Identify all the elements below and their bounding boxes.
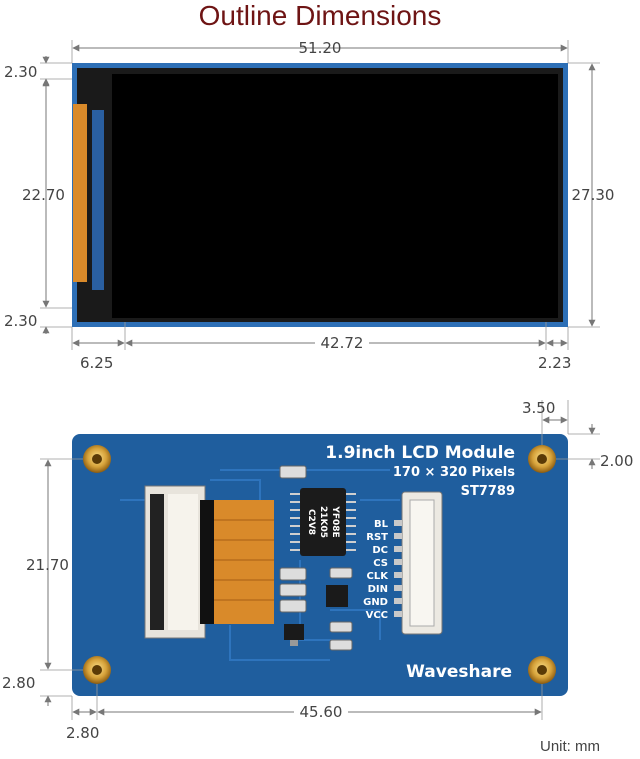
brand-logo-text: Waveshare — [406, 662, 512, 682]
dim-bottom-margin: 2.30 — [4, 312, 37, 330]
dim-active-width: 42.72 — [321, 334, 364, 352]
pin-label-din: DIN — [368, 584, 388, 595]
fpc-flex-cable — [214, 500, 274, 624]
dim-left-margin: 6.25 — [80, 354, 113, 372]
pin-label-dc: DC — [372, 545, 388, 556]
fpc-flex-strip — [73, 104, 87, 282]
transistor — [326, 585, 348, 607]
pin-label-cs: CS — [373, 558, 388, 569]
dim-hole-vertical-spacing: 21.70 — [26, 556, 69, 574]
dim-right-margin: 2.23 — [538, 354, 571, 372]
dim-width: 51.20 — [299, 39, 342, 57]
dim-hole-y-offset: 2.00 — [600, 452, 633, 470]
page-title: Outline Dimensions — [198, 0, 442, 31]
ic-chip: YF08E 21K05 C2V8 — [290, 488, 356, 556]
dim-hole-bottom-offset: 2.80 — [2, 674, 35, 692]
chip-marking-line2: 21K05 — [318, 506, 328, 538]
fpc-connector-edge — [92, 110, 104, 290]
pin-labels: BL RST DC CS CLK DIN GND VCC — [363, 519, 389, 621]
dim-height: 27.30 — [572, 186, 615, 204]
pin-header-connector — [394, 491, 443, 635]
board-driver: ST7789 — [461, 484, 515, 499]
pcb-bottom-view: YF08E 21K05 C2V8 BL RST DC CS CLK DIN G — [72, 434, 568, 696]
lcd-active-area — [112, 74, 558, 318]
pin-label-rst: RST — [366, 532, 388, 543]
pin-label-vcc: VCC — [366, 610, 388, 621]
bottom-dimensions: 3.50 2.00 21.70 2.80 2.80 45.60 — [2, 399, 633, 742]
dim-hole-left-offset: 2.80 — [66, 724, 99, 742]
pin-label-bl: BL — [374, 519, 389, 530]
board-resolution: 170 × 320 Pixels — [393, 465, 515, 480]
smd-components — [279, 465, 353, 651]
dim-hole-x-offset: 3.50 — [522, 399, 555, 417]
lcd-module-top-view — [72, 63, 568, 327]
fpc-connector — [144, 485, 274, 639]
chip-marking-line1: YF08E — [330, 505, 340, 537]
dim-top-margin: 2.30 — [4, 63, 37, 81]
board-title: 1.9inch LCD Module — [325, 443, 515, 463]
top-dimensions: 51.20 27.30 2.30 22.70 2.30 6.25 42.72 2… — [4, 39, 614, 372]
dim-active-height: 22.70 — [22, 186, 65, 204]
chip-marking-line3: C2V8 — [306, 509, 316, 535]
dim-hole-horizontal-spacing: 45.60 — [300, 703, 343, 721]
unit-label: Unit: mm — [540, 738, 600, 755]
pin-label-clk: CLK — [367, 571, 390, 582]
pin-label-gnd: GND — [363, 597, 388, 608]
